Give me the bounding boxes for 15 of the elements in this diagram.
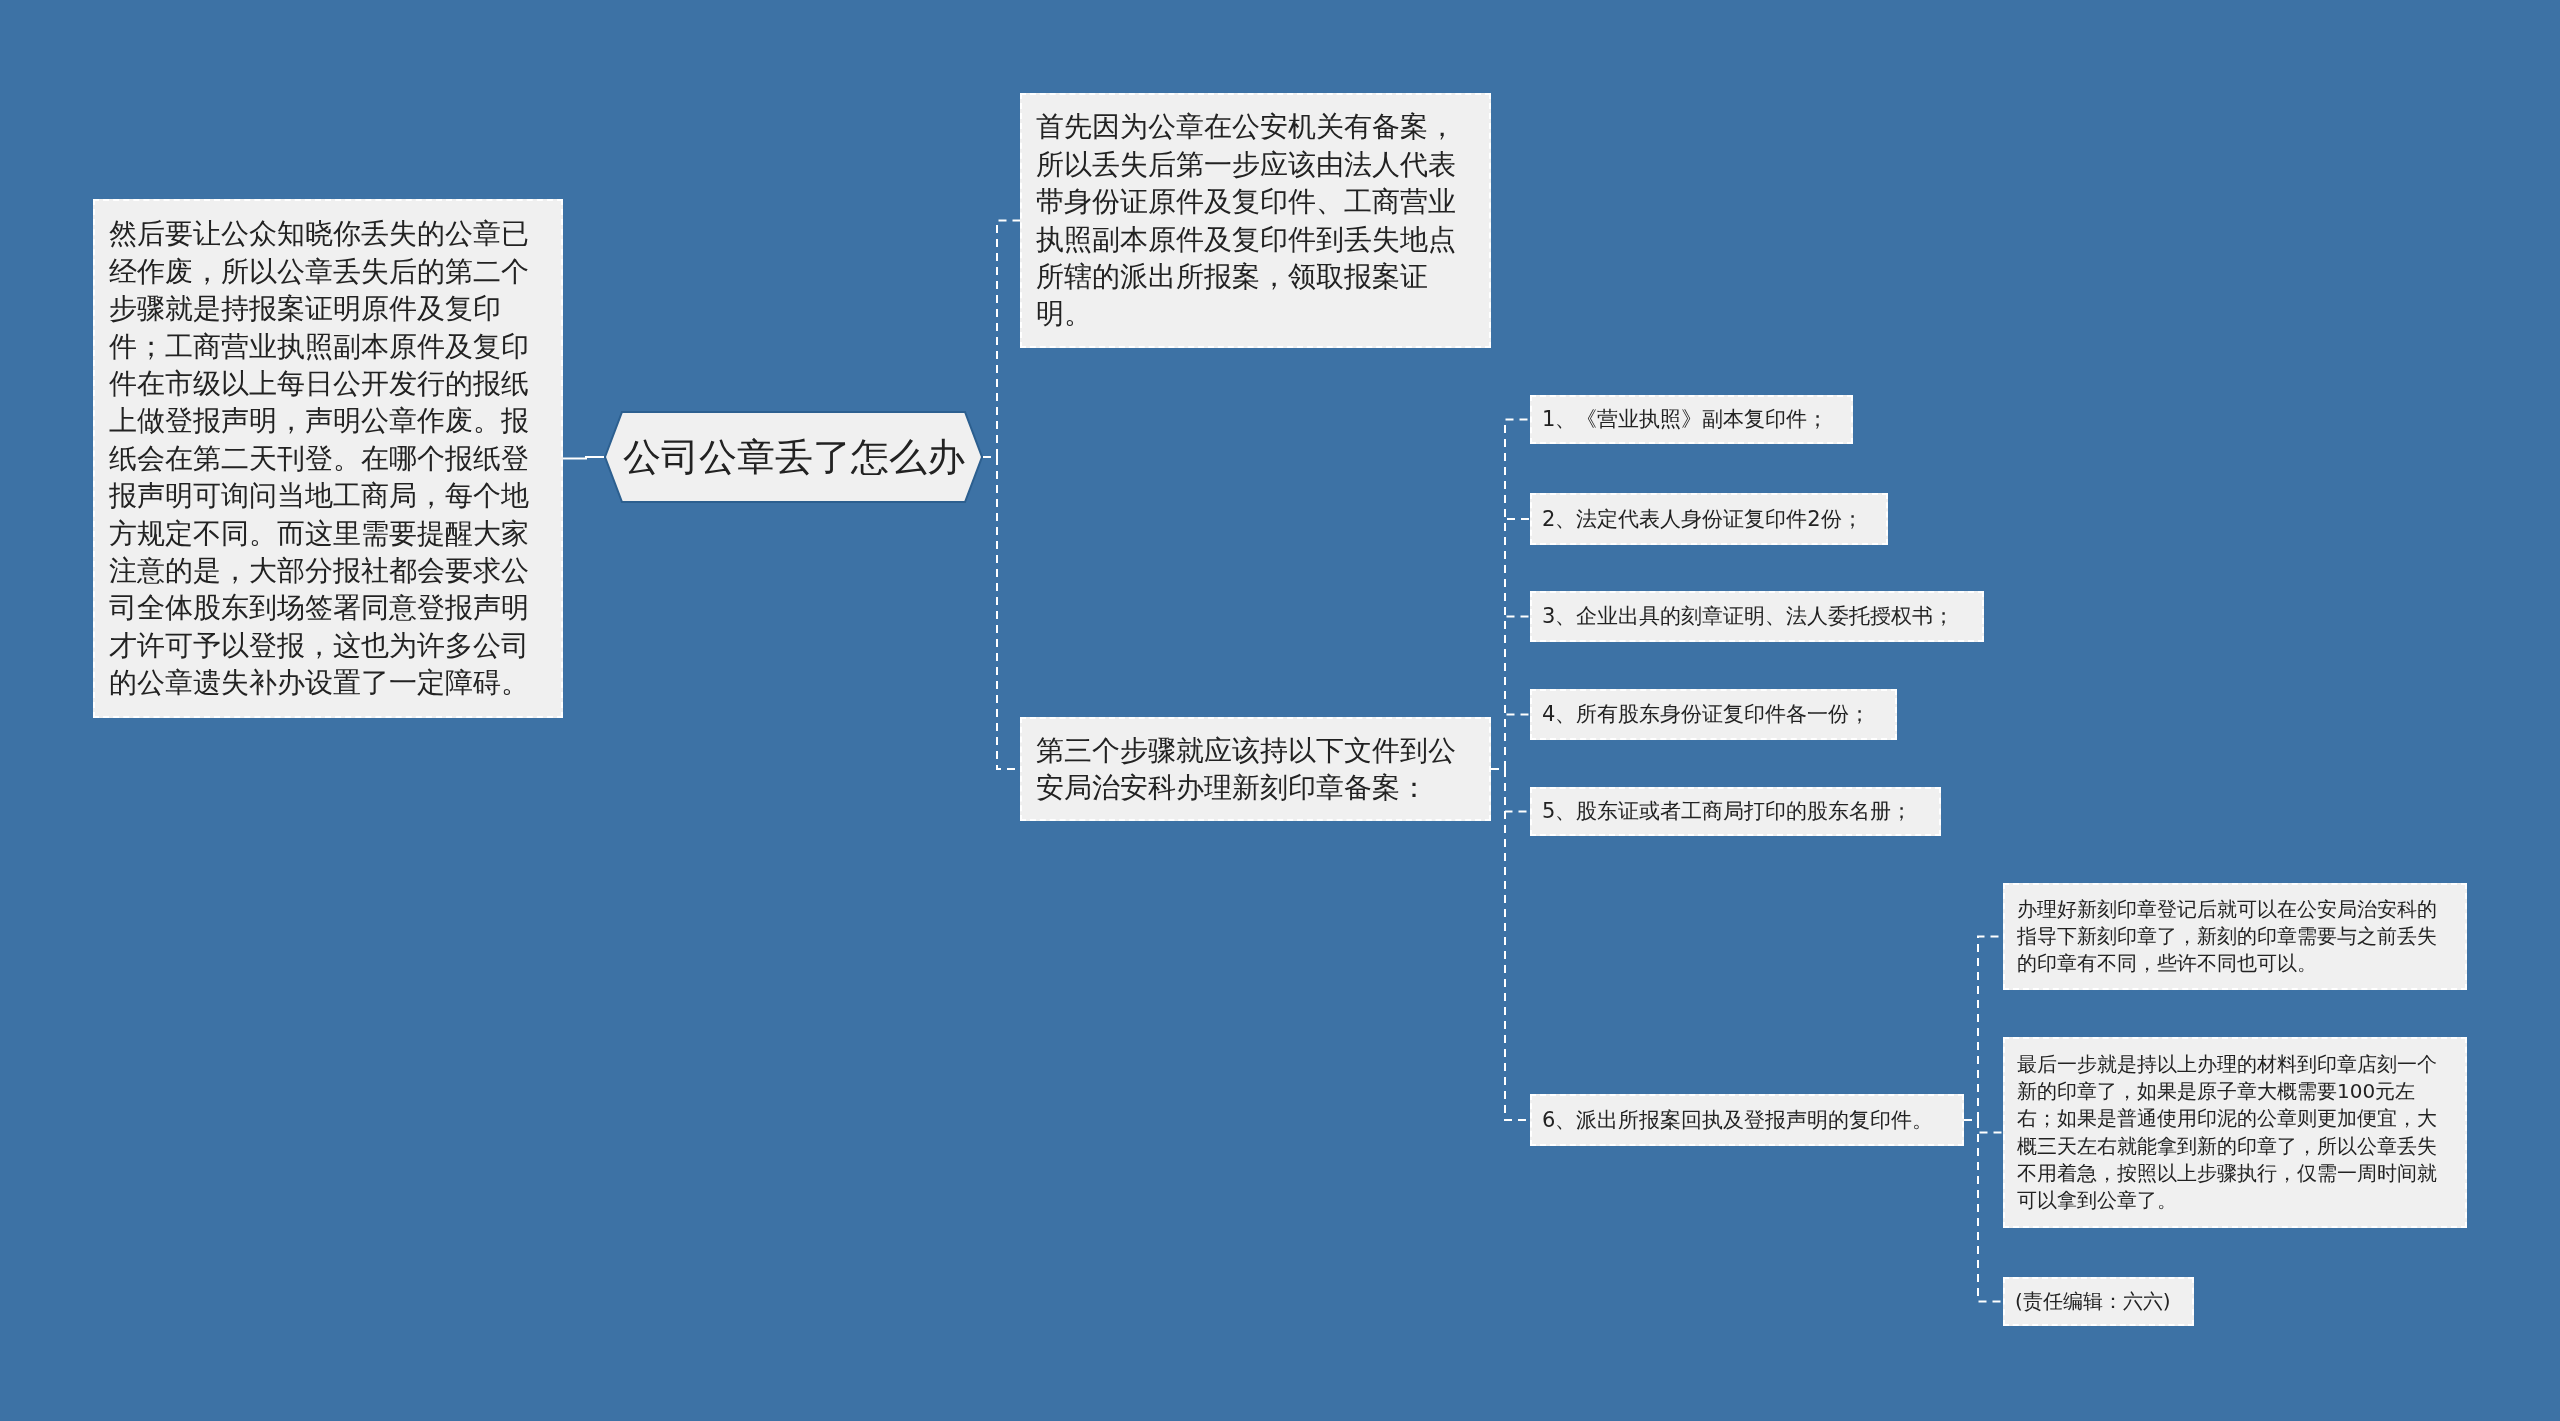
text-box: 3、企业出具的刻章证明、法人委托授权书； (1530, 591, 1984, 642)
text-box: 4、所有股东身份证复印件各一份； (1530, 689, 1897, 740)
text-box: 1、《营业执照》副本复印件； (1530, 395, 1853, 444)
text-box: 5、股东证或者工商局打印的股东名册； (1530, 787, 1941, 836)
text-box: 然后要让公众知晓你丢失的公章已经作废，所以公章丢失后的第二个步骤就是持报案证明原件及复印件；工商营业执照副本原件及复印件在市级以上每日公开发行的报纸上做登报声明，声明公章作废。报纸会在第二天刊登。在哪个报纸登报声明可询问当地工商局，每个地方规定不同。而这里需要提醒大家注意的是，大部分报社都会要求公司全体股东到场签署同意登报声明才许可予以登报，这也为许多公司的公章遗失补办设置了一定障碍。 (93, 199, 563, 718)
connector (562, 456, 605, 460)
text-box: 最后一步就是持以上办理的材料到印章店刻一个新的印章了，如果是原子章大概需要100元左右；如果是普通使用印泥的公章则更加便宜，大概三天左右就能拿到新的印章了，所以公章丢失不用着急，按照以上步骤执行，仅需一周时间就可以拿到公章了。 (2003, 1037, 2467, 1228)
topic-hexagon: 公司公章丢了怎么办 (604, 411, 983, 503)
text-box: 首先因为公章在公安机关有备案，所以丢失后第一步应该由法人代表带身份证原件及复印件、工商营业执照副本原件及复印件到丢失地点所辖的派出所报案，领取报案证明。 (1020, 93, 1491, 348)
text-box: 2、法定代表人身份证复印件2份； (1530, 493, 1888, 545)
text-box: 6、派出所报案回执及登报声明的复印件。 (1530, 1094, 1964, 1146)
connector (1963, 1119, 2004, 1303)
text-box: 办理好新刻印章登记后就可以在公安局治安科的指导下新刻印章了，新刻的印章需要与之前丢失的印章有不同，些许不同也可以。 (2003, 883, 2467, 990)
text-box: (责任编辑：六六) (2003, 1277, 2194, 1326)
text-box: 第三个步骤就应该持以下文件到公安局治安科办理新刻印章备案： (1020, 717, 1491, 821)
